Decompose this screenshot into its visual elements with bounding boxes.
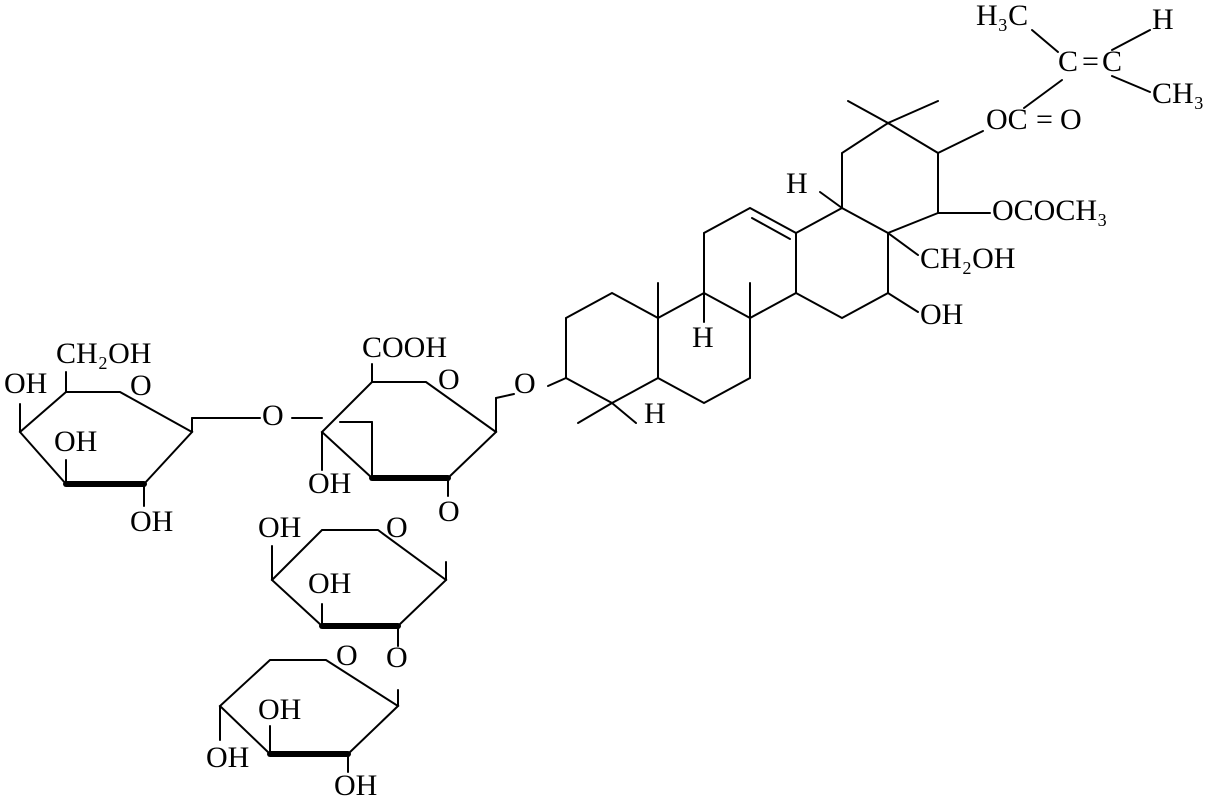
label-o-glca-ring: O <box>438 363 460 396</box>
label-oh-s4-bottom: OH <box>334 769 377 802</box>
gem-dimethyl-c4-a <box>577 402 613 424</box>
label-h-upper: H <box>786 167 808 200</box>
label-cooh: COOH <box>362 331 447 364</box>
label-ch2oh-glc: CH₂OH <box>56 337 151 370</box>
label-acetyl: OCOCH₃ <box>992 194 1107 227</box>
bond-c17-ch2oh <box>887 232 919 256</box>
label-oh-glca: OH <box>308 467 351 500</box>
bond-c16-oh <box>887 292 919 313</box>
bond-c-ch3 <box>1111 75 1151 93</box>
label-o-s3-ring: O <box>386 511 408 544</box>
label-o-glca-low: O <box>438 495 460 528</box>
label-o-aglycone: O <box>514 367 536 400</box>
ring-a <box>565 291 659 405</box>
bond-h3c-c <box>1031 29 1059 53</box>
h-bond-c18 <box>819 191 843 209</box>
ring-sugar3 <box>270 529 448 627</box>
label-ester-o: O <box>1060 103 1082 136</box>
ring-glca <box>320 381 498 479</box>
label-o-glc-link: O <box>262 399 284 432</box>
bond-anomeric-o <box>495 393 515 399</box>
ring-b <box>657 291 751 405</box>
label-o-s4-ring: O <box>336 639 358 672</box>
label-h3c: H₃C <box>976 0 1028 32</box>
label-tigloyl-h: H <box>1152 3 1174 36</box>
label-oh-s3-left: OH <box>258 511 301 544</box>
label-ch2oh-core: CH₂OH <box>920 242 1015 275</box>
label-o-glc-ring: O <box>130 369 152 402</box>
gem-dimethyl-c20-b <box>887 100 939 124</box>
label-tigloyl-eq: = <box>1082 45 1099 78</box>
label-tigloyl-c2: C <box>1102 45 1122 78</box>
label-ester-eq: = <box>1036 103 1053 136</box>
double-bond-c12-c13 <box>751 217 791 240</box>
label-oh-glc-mid: OH <box>54 425 97 458</box>
label-oh-s4-top: OH <box>258 693 301 726</box>
label-o-s3-link: O <box>386 641 408 674</box>
label-oh-s3-mid: OH <box>308 567 351 600</box>
label-oh-s4-left: OH <box>206 741 249 774</box>
bond-c3-o <box>547 377 567 387</box>
bond-c21-o <box>937 130 984 154</box>
ring-sugar4 <box>218 659 400 755</box>
gem-dimethyl-c20-a <box>847 100 889 124</box>
label-tigloyl-c1: C <box>1058 45 1078 78</box>
label-oh-glc-bottom: OH <box>130 505 173 538</box>
label-oh-core: OH <box>920 298 963 331</box>
label-oh-glc-left: OH <box>4 367 47 400</box>
ring-c <box>703 206 797 319</box>
label-h-mid: H <box>692 321 714 354</box>
ring-glc <box>18 391 194 485</box>
label-tigloyl-ch3: CH₃ <box>1152 77 1204 110</box>
label-h-lower: H <box>644 397 666 430</box>
label-ester-oc: OC <box>986 103 1028 136</box>
ring-e <box>841 121 939 234</box>
ring-d <box>795 206 889 320</box>
gem-dimethyl-c4-b <box>611 402 637 424</box>
bond-c-ester <box>1023 79 1063 109</box>
bond-c-h <box>1111 29 1151 51</box>
